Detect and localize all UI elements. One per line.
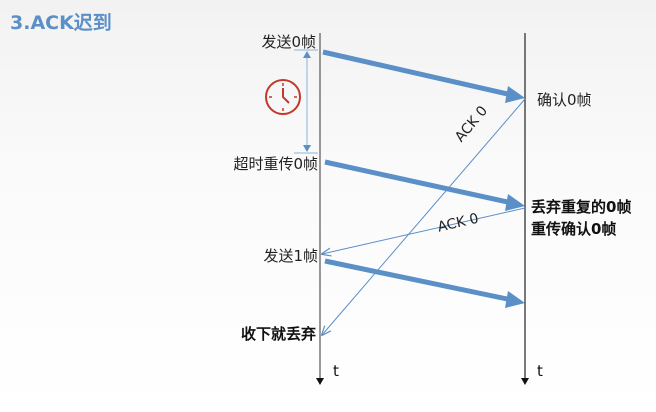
ack0-first-line xyxy=(322,98,526,335)
sender-axis-label: t xyxy=(333,362,339,380)
label-ack-frame0: 确认0帧 xyxy=(537,91,592,109)
frame0-retransmit-arrow xyxy=(324,159,513,206)
receiver-axis-label: t xyxy=(537,362,543,380)
label-receive-and-discard: 收下就丢弃 xyxy=(240,325,316,343)
label-discard-duplicate: 丢弃重复的0帧 xyxy=(531,198,632,216)
ack0-second-line xyxy=(322,207,526,254)
label-send-frame0: 发送0帧 xyxy=(261,33,316,51)
clock-icon xyxy=(265,79,301,115)
frame0-arrow xyxy=(322,49,513,98)
label-timeout-resend-frame0: 超时重传0帧 xyxy=(233,155,318,173)
page-title: 3.ACK迟到 xyxy=(10,12,112,34)
frame1-arrow xyxy=(324,258,513,303)
label-resend-ack: 重传确认0帧 xyxy=(531,220,617,238)
label-send-frame1: 发送1帧 xyxy=(263,247,318,265)
